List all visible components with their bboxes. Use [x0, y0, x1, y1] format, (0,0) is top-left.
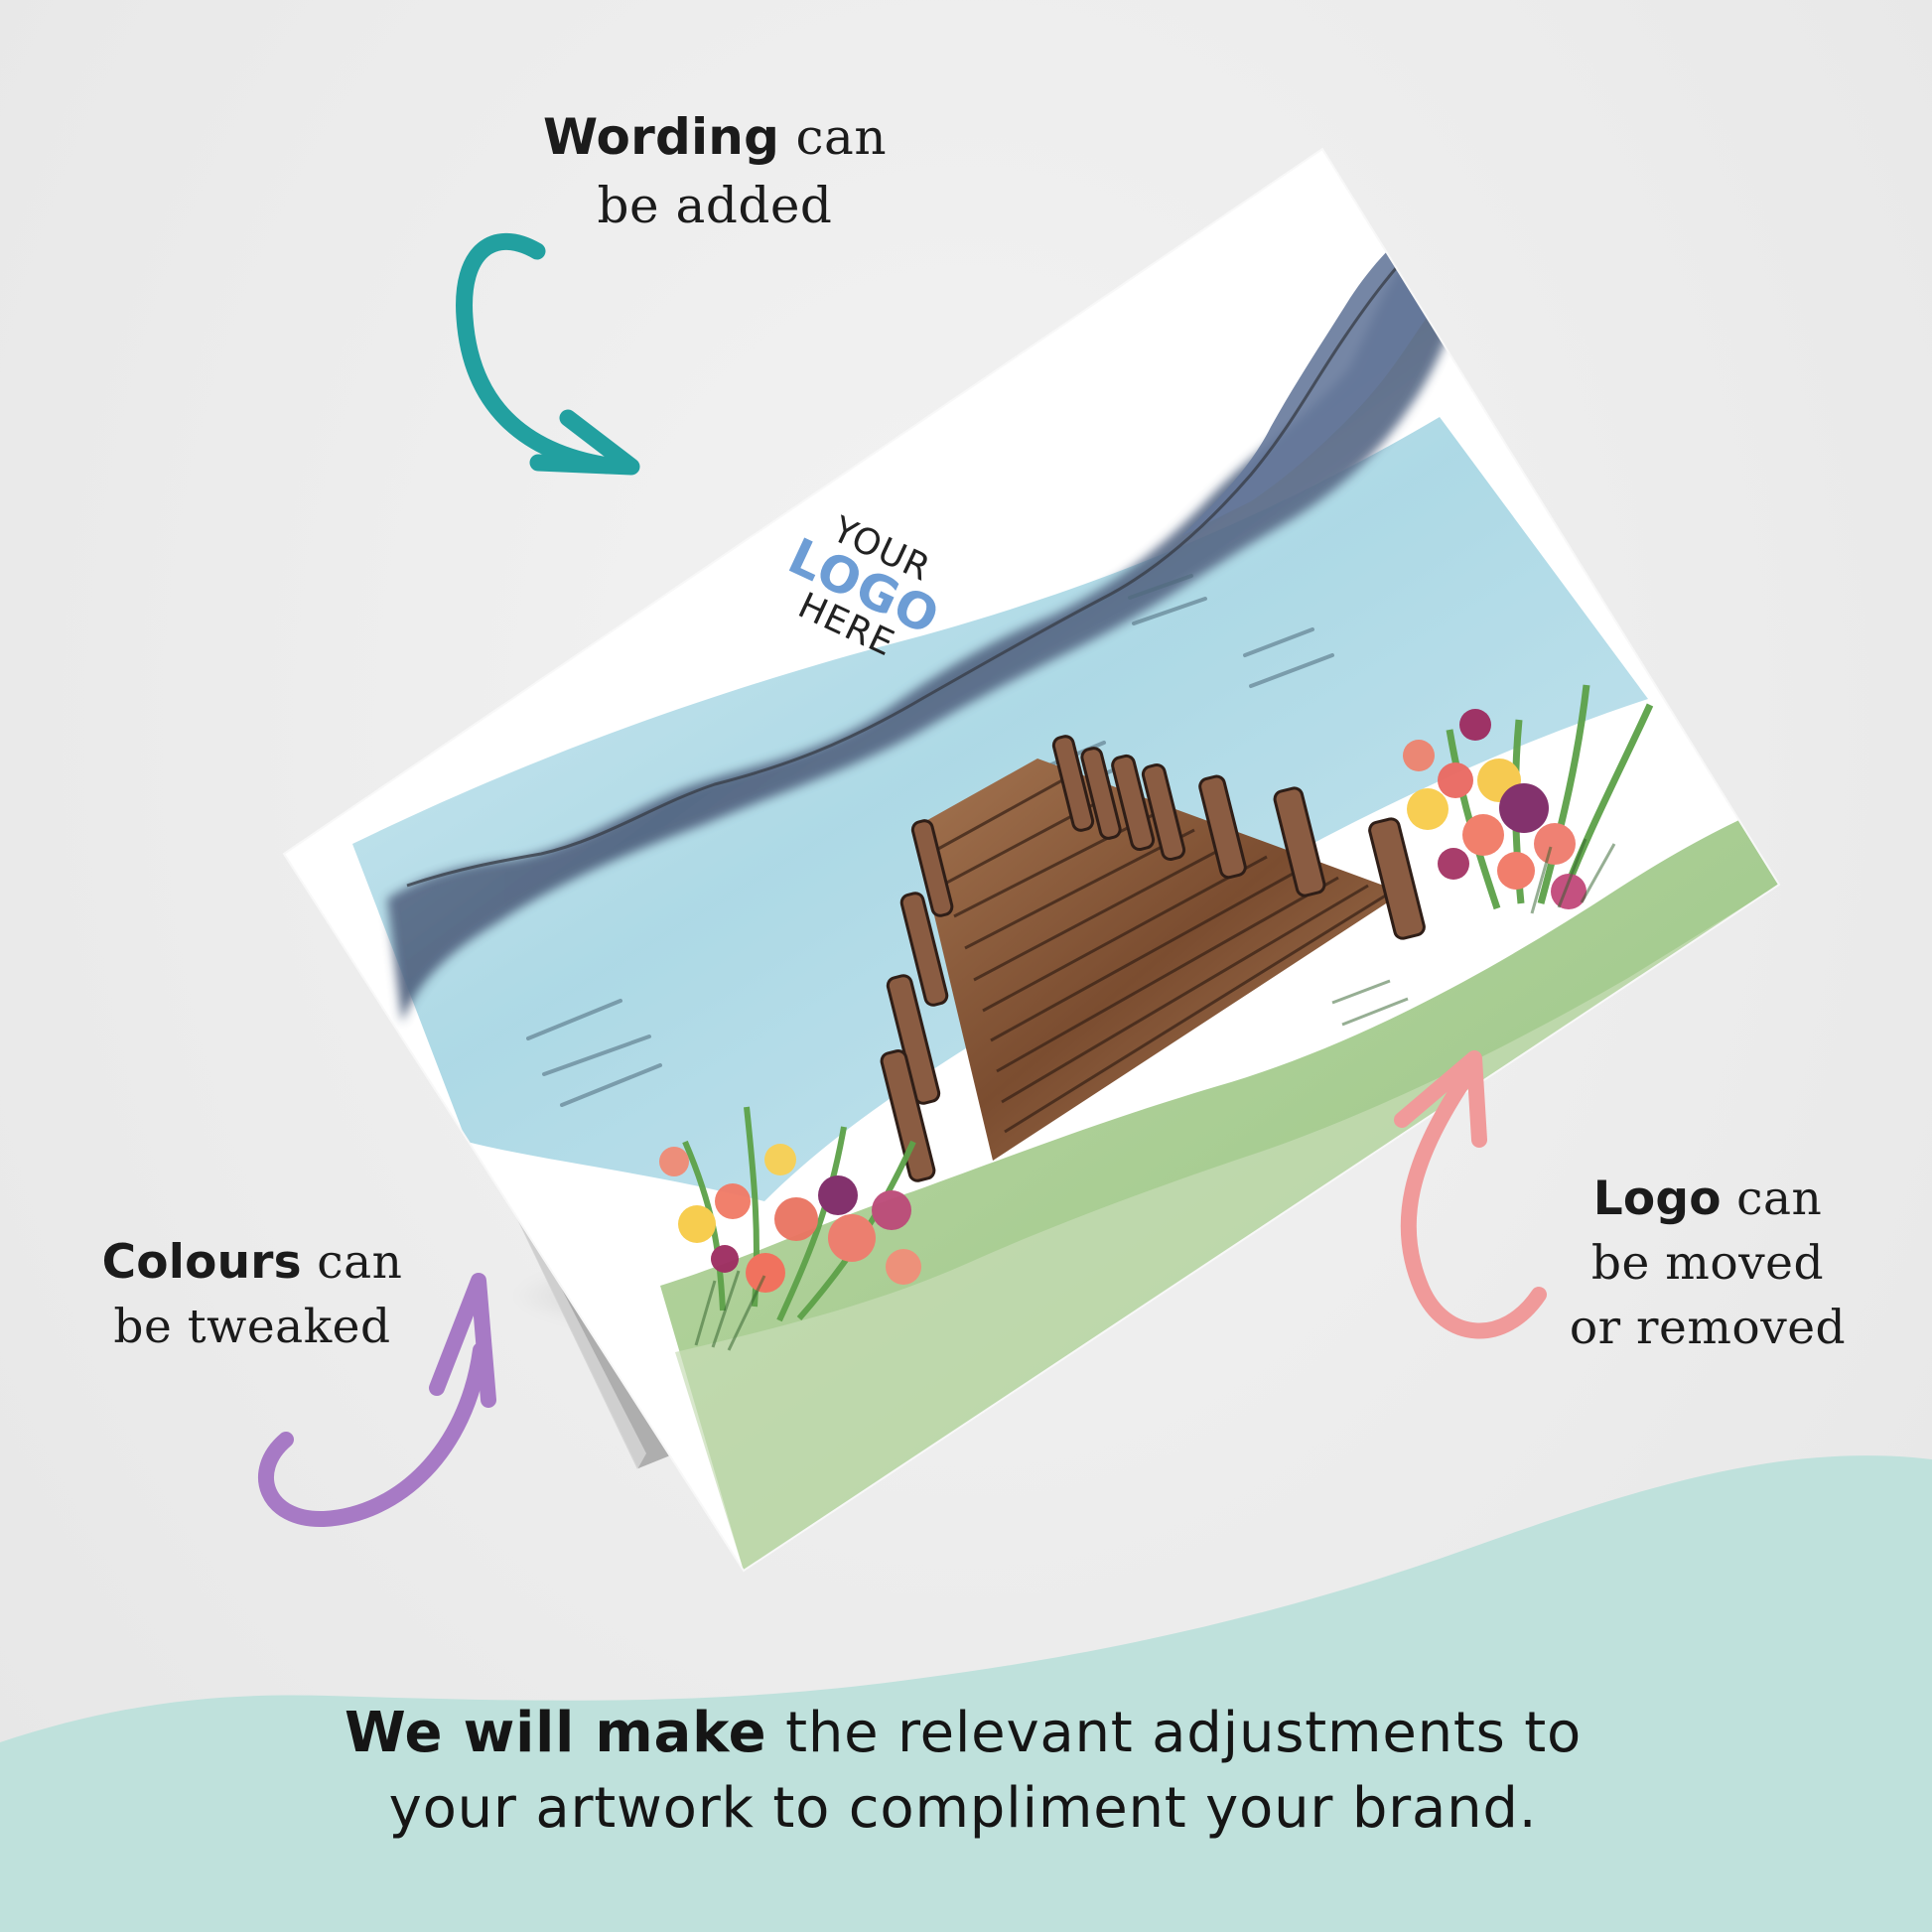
card-mountain-outline: [406, 224, 1438, 888]
bottom-message-line2: your artwork to compliment your brand.: [388, 1776, 1538, 1842]
card-mountain-right: [1181, 208, 1471, 536]
logo-callout-line1: Logo can: [1499, 1168, 1916, 1232]
wording-callout-line1: Wording can: [437, 103, 993, 172]
colours-callout-line2: be tweaked: [113, 1299, 391, 1354]
bottom-message-line1: We will make the relevant adjustments to: [218, 1696, 1708, 1771]
logo-callout-line2: be moved: [1590, 1235, 1825, 1291]
dock-planks: [928, 773, 1393, 1134]
logo-strong-text: Logo: [1592, 1172, 1722, 1226]
wording-callout-line2: be added: [597, 177, 833, 234]
colours-rest-text: can: [317, 1235, 403, 1290]
logo-callout-line3: or removed: [1569, 1300, 1847, 1355]
bottom-message-strong: We will make: [344, 1701, 767, 1765]
wording-callout: Wording can be added: [437, 103, 993, 240]
bottom-message-rest: the relevant adjustments to: [785, 1701, 1583, 1765]
logo-callout: Logo can be moved or removed: [1499, 1168, 1916, 1361]
card-grass-lower: [675, 885, 1779, 1571]
wording-strong-text: Wording: [542, 108, 780, 166]
bottom-message: We will make the relevant adjustments to…: [218, 1696, 1708, 1847]
dock-posts: [880, 735, 1426, 1182]
flowers-right: [1403, 684, 1654, 910]
logo-rest-text: can: [1736, 1172, 1823, 1226]
card-mountain-left: [387, 228, 1469, 1023]
card-outline: [282, 147, 1781, 1573]
colours-callout: Colours can be tweaked: [44, 1231, 461, 1360]
colours-strong-text: Colours: [101, 1235, 302, 1290]
water-strokes: [526, 574, 1334, 1107]
colours-callout-line1: Colours can: [44, 1231, 461, 1296]
grass-tufts: [694, 838, 1616, 1351]
flowers-left: [659, 1106, 921, 1322]
card-dock: [913, 759, 1403, 1161]
wording-rest-text: can: [795, 108, 888, 166]
